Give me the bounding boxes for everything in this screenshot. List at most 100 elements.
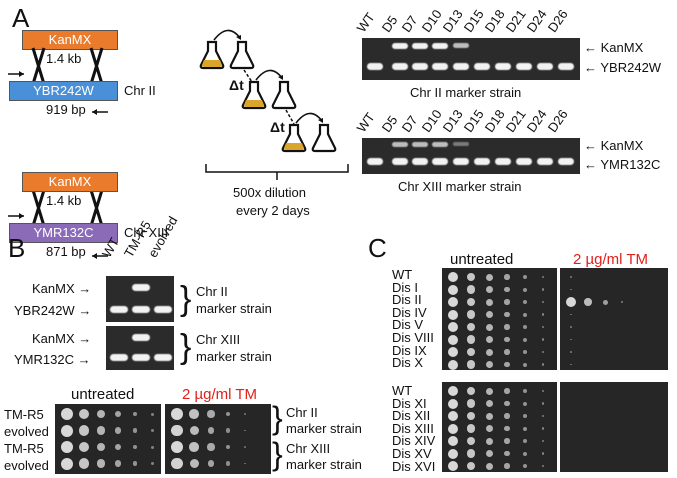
yeast-spot bbox=[448, 297, 458, 307]
yeast-spot bbox=[523, 337, 527, 342]
yeast-spot bbox=[114, 427, 122, 434]
yeast-spot bbox=[448, 334, 458, 345]
yeast-spot bbox=[448, 386, 458, 396]
yeast-spot bbox=[570, 288, 572, 291]
gel-b2-lower-label: YMR132C → bbox=[14, 352, 91, 367]
yeast-spot bbox=[96, 442, 106, 452]
yeast-spot bbox=[570, 338, 572, 341]
gel-a2-caption: Chr XIII marker strain bbox=[398, 179, 522, 194]
yeast-spot bbox=[504, 274, 510, 280]
kanmx-size-2: 1.4 kb bbox=[46, 193, 82, 208]
yeast-spot bbox=[448, 398, 458, 409]
spot-b-caption-2b: marker strain bbox=[286, 457, 362, 472]
yeast-spot bbox=[570, 313, 572, 316]
yeast-spot bbox=[243, 412, 247, 416]
yeast-spot bbox=[207, 460, 215, 467]
yeast-spot bbox=[485, 361, 493, 368]
spot-b-caption-2a: Chr XIII bbox=[286, 441, 331, 456]
yeast-spot bbox=[504, 438, 510, 444]
yeast-spot bbox=[541, 389, 545, 393]
yeast-spot bbox=[541, 275, 545, 279]
spot-c-header-untreated: untreated bbox=[450, 251, 514, 268]
gel-chr-ii bbox=[362, 38, 580, 80]
yeast-spot bbox=[541, 325, 545, 329]
yeast-spot bbox=[523, 451, 527, 456]
spot-b-tm-grid bbox=[165, 404, 271, 474]
yeast-spot bbox=[485, 387, 493, 395]
yeast-spot bbox=[150, 412, 154, 416]
panel-c-strain-label: Dis XIII bbox=[392, 420, 434, 436]
yeast-spot bbox=[448, 272, 458, 282]
gel-chr-xiii bbox=[362, 138, 580, 174]
yeast-spot bbox=[541, 313, 545, 316]
yeast-spot bbox=[541, 288, 545, 291]
yeast-spot bbox=[541, 350, 545, 354]
yeast-spot bbox=[244, 429, 246, 432]
spot-b-caption-1a: Chr II bbox=[286, 405, 318, 420]
yeast-spot bbox=[132, 411, 138, 417]
yeast-spot bbox=[504, 413, 510, 419]
gel-b1-upper-label: KanMX → bbox=[32, 281, 92, 296]
yeast-spot bbox=[570, 363, 572, 366]
yeast-spot bbox=[78, 408, 90, 420]
yeast-spot bbox=[523, 350, 527, 354]
yeast-spot bbox=[485, 400, 493, 407]
panel-c-strain-label: Dis XIV bbox=[392, 433, 436, 449]
yeast-spot bbox=[523, 439, 527, 443]
chr-xiii-label: Chr XIII bbox=[124, 225, 169, 240]
yeast-spot bbox=[466, 347, 476, 357]
gel-b2-caption-1: Chr XIII bbox=[196, 332, 241, 347]
yeast-spot bbox=[448, 347, 458, 357]
spot-c-tm-grid-2 bbox=[560, 382, 668, 472]
yeast-spot bbox=[225, 428, 231, 433]
yeast-spot bbox=[150, 462, 154, 465]
yeast-spot bbox=[61, 424, 73, 437]
panel-c-strain-label: Dis IX bbox=[392, 342, 427, 358]
panel-c-strain-label: Dis II bbox=[392, 292, 422, 308]
yeast-spot bbox=[448, 436, 458, 446]
yeast-spot bbox=[466, 310, 476, 319]
yeast-spot bbox=[485, 336, 493, 343]
yeast-spot bbox=[504, 425, 510, 432]
spot-b-caption-1b: marker strain bbox=[286, 421, 362, 436]
yeast-spot bbox=[244, 462, 246, 465]
yeast-spot bbox=[523, 300, 527, 304]
yeast-spot bbox=[523, 464, 527, 468]
panel-c-strain-label: Dis I bbox=[392, 279, 418, 295]
yeast-spot bbox=[584, 298, 592, 306]
yeast-spot bbox=[485, 323, 493, 331]
yeast-spot bbox=[485, 425, 493, 432]
yeast-spot bbox=[78, 441, 90, 453]
yeast-spot bbox=[448, 461, 458, 471]
dilution-line-2: every 2 days bbox=[236, 203, 310, 218]
yeast-spot bbox=[504, 450, 510, 457]
spot-c-untreated-grid-2 bbox=[442, 382, 557, 472]
yeast-spot bbox=[570, 326, 572, 328]
gel-b1-brace: } bbox=[180, 280, 192, 318]
yeast-spot bbox=[171, 457, 183, 470]
yeast-spot bbox=[523, 362, 527, 367]
gel-b2-brace: } bbox=[180, 328, 192, 366]
yeast-spot bbox=[541, 414, 545, 418]
spot-b-header-tm: 2 µg/ml TM bbox=[182, 386, 258, 403]
yeast-spot bbox=[466, 322, 476, 332]
gel-b2-upper-label: KanMX → bbox=[32, 331, 92, 346]
yeast-spot bbox=[485, 311, 493, 318]
yeast-spot bbox=[466, 386, 476, 396]
yeast-spot bbox=[523, 426, 527, 431]
yeast-spot bbox=[541, 439, 545, 443]
yeast-spot bbox=[466, 424, 476, 433]
yeast-spot bbox=[541, 452, 545, 455]
yeast-spot bbox=[504, 286, 510, 293]
dilution-line-1: 500x dilution bbox=[233, 185, 306, 200]
yeast-spot bbox=[504, 361, 510, 368]
yeast-spot bbox=[485, 462, 493, 470]
spot-c-tm-grid-1 bbox=[560, 268, 668, 370]
yeast-spot bbox=[523, 389, 527, 393]
panel-c-strain-label: Dis X bbox=[392, 355, 424, 371]
yeast-spot bbox=[96, 409, 106, 419]
yeast-spot bbox=[466, 335, 476, 344]
spot-b-row-2: evolved bbox=[4, 424, 49, 439]
chr-ii-label: Chr II bbox=[124, 83, 156, 98]
